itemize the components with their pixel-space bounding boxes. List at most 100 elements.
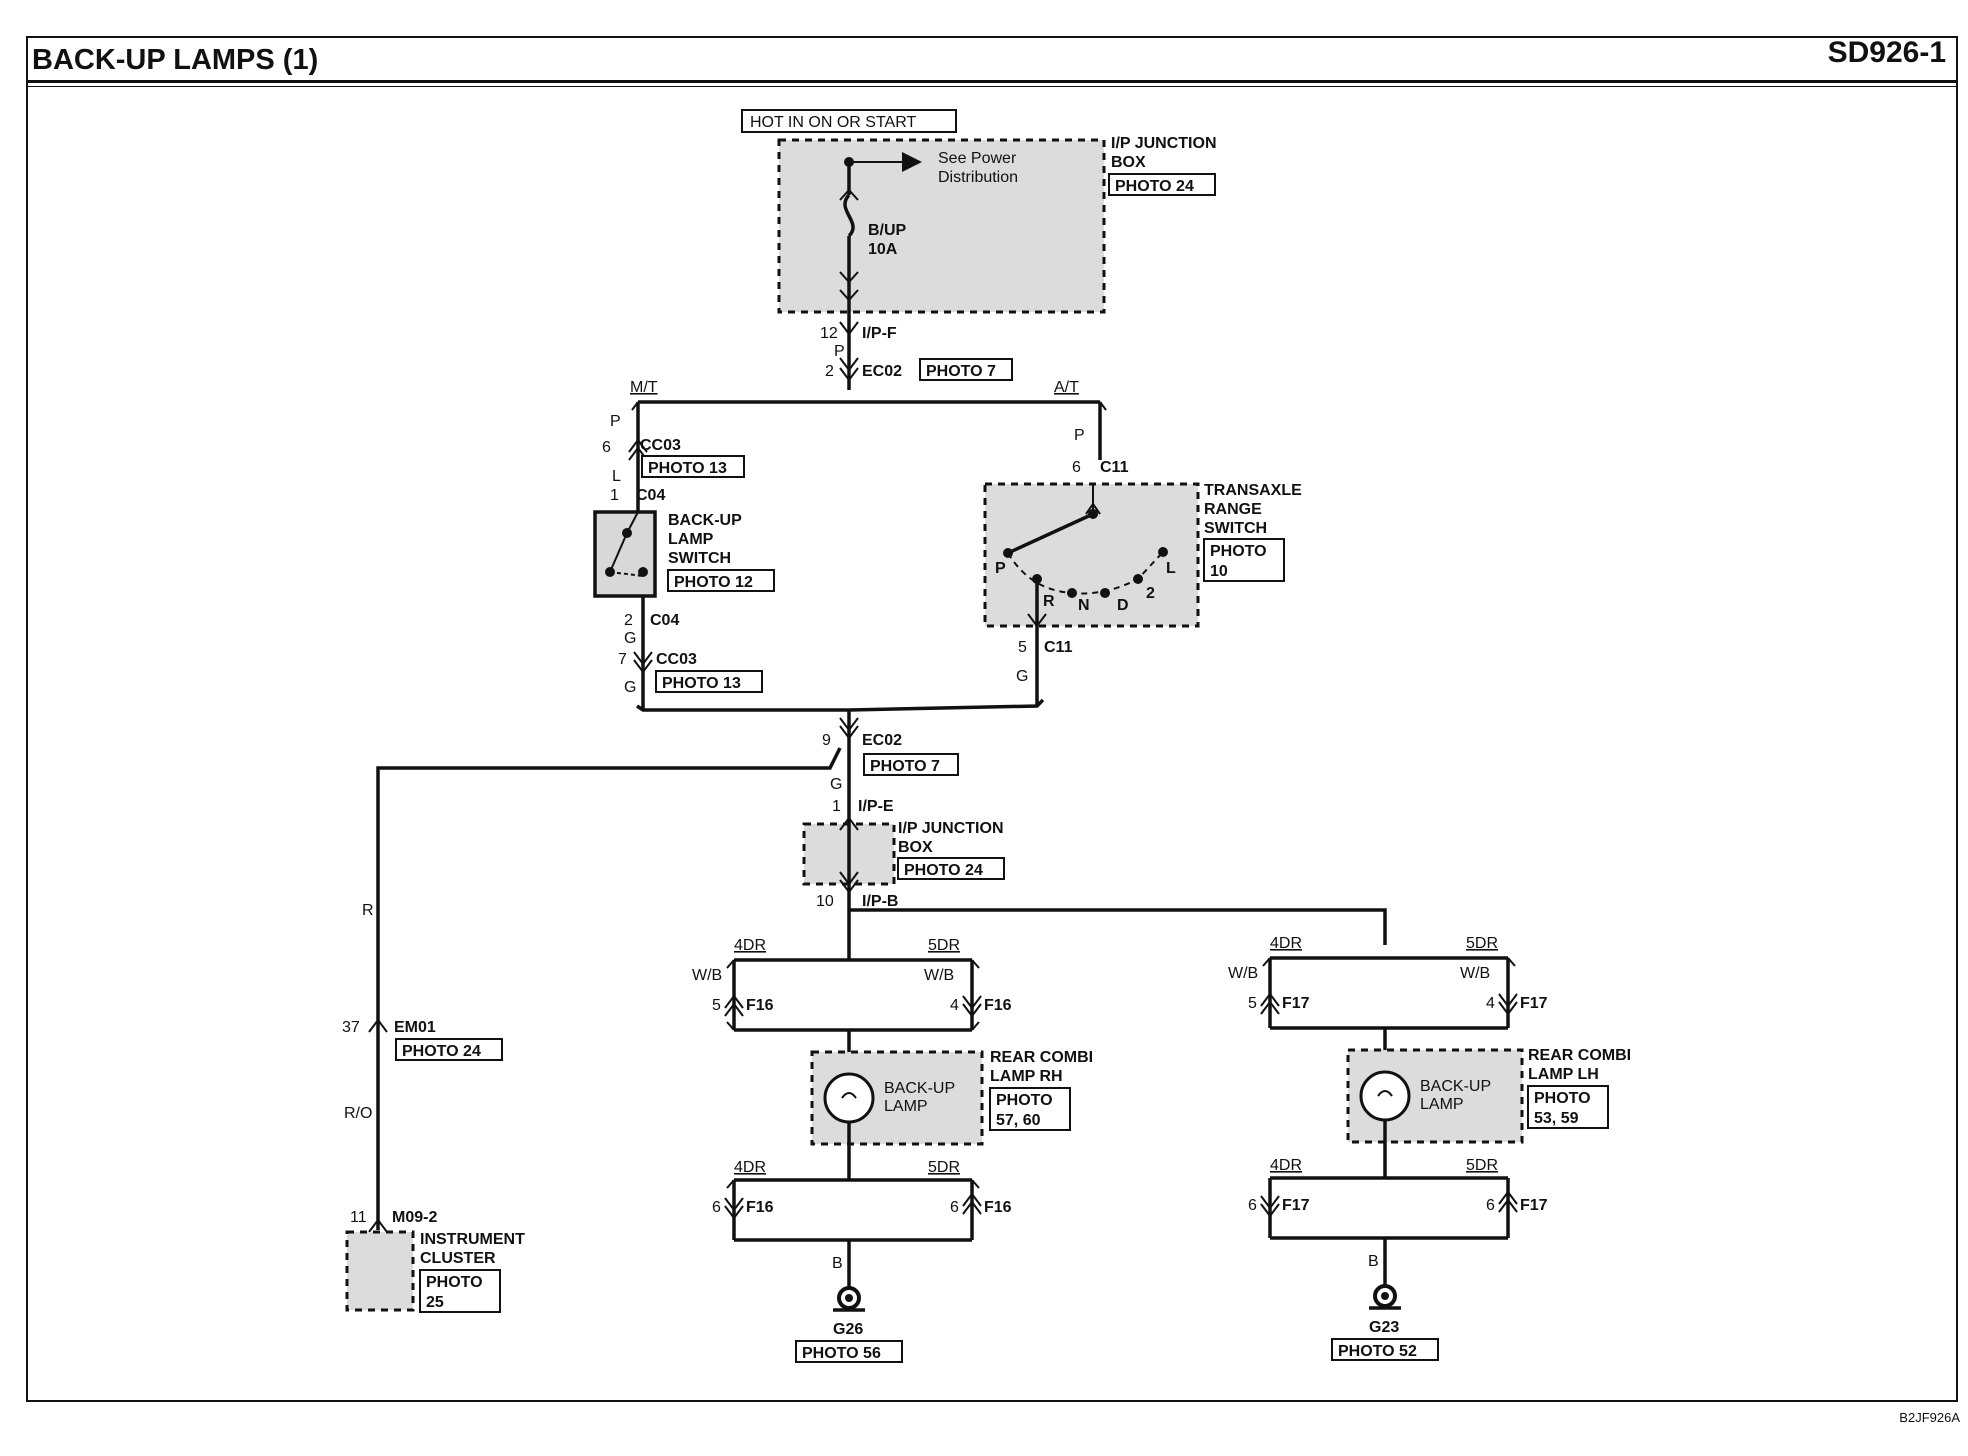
svg-text:PHOTO 7: PHOTO 7 xyxy=(870,758,940,775)
pos-n: N xyxy=(1078,597,1090,614)
ipf-connector: I/P-F xyxy=(862,325,897,342)
g23-ground-icon xyxy=(1369,1284,1401,1310)
mt-wire-g: G xyxy=(624,630,636,647)
transaxle-title-1: TRANSAXLE xyxy=(1204,482,1302,499)
rh-combi-photo: PHOTO 57, 60 xyxy=(989,1087,1071,1131)
pos-d: D xyxy=(1117,597,1129,614)
svg-text:25: 25 xyxy=(426,1294,444,1311)
at-wire-p: P xyxy=(1074,427,1085,444)
f16-right-pin: 4 xyxy=(950,997,959,1014)
distribution-label: Distribution xyxy=(938,169,1018,186)
ec02-top-connector: EC02 xyxy=(862,363,902,380)
c11-upper-pin: 6 xyxy=(1072,459,1081,476)
lh-lamp-bulb xyxy=(1359,1070,1411,1122)
mt-wire-l: L xyxy=(612,468,621,485)
rh-lamp-title-2: LAMP xyxy=(884,1098,928,1115)
rh-combi-title-1: REAR COMBI xyxy=(990,1049,1093,1066)
hot-label: HOT IN ON OR START xyxy=(750,114,916,131)
em01-connector: EM01 xyxy=(394,1019,436,1036)
c11-upper-connector: C11 xyxy=(1100,459,1129,476)
ipe-photo: PHOTO 24 xyxy=(897,857,1005,880)
hot-label-box: HOT IN ON OR START xyxy=(741,109,957,133)
ipe-box-title-1: I/P JUNCTION xyxy=(898,820,1004,837)
svg-text:PHOTO 13: PHOTO 13 xyxy=(648,460,727,477)
backup-switch-title-1: BACK-UP xyxy=(668,512,742,529)
ipe-pin: 1 xyxy=(832,798,841,815)
c04-lower-pin: 2 xyxy=(624,612,633,629)
ipf-pin: 12 xyxy=(820,325,838,342)
backup-switch-photo: PHOTO 12 xyxy=(667,569,775,592)
wire-ro-label: R/O xyxy=(344,1105,372,1122)
svg-text:PHOTO 52: PHOTO 52 xyxy=(1338,1343,1417,1360)
transaxle-switch-contacts xyxy=(1003,484,1168,626)
f17-left-pin: 5 xyxy=(1248,995,1257,1012)
f17-lower-right-connector: F17 xyxy=(1520,1197,1548,1214)
f17-lower-right-symbol xyxy=(1498,1190,1518,1213)
svg-text:PHOTO: PHOTO xyxy=(996,1092,1053,1109)
lh-lamp-title-1: BACK-UP xyxy=(1420,1078,1491,1095)
pos-p: P xyxy=(995,560,1006,577)
transaxle-photo: PHOTO 10 xyxy=(1203,538,1285,582)
em01-pin: 37 xyxy=(342,1019,360,1036)
svg-text:53, 59: 53, 59 xyxy=(1534,1110,1579,1127)
c04-upper-pin: 1 xyxy=(610,487,619,504)
pos-r: R xyxy=(1043,593,1055,610)
cc03-lower-connector: CC03 xyxy=(656,651,697,668)
ec02-lower-pin: 9 xyxy=(822,732,831,749)
f16-left-pin: 5 xyxy=(712,997,721,1014)
lh-lamp-title-2: LAMP xyxy=(1420,1096,1464,1113)
fuse-connectors xyxy=(839,188,859,302)
f17-lower-left-connector: F17 xyxy=(1282,1197,1310,1214)
svg-text:PHOTO: PHOTO xyxy=(426,1274,483,1291)
f16-lower-right-symbol xyxy=(962,1192,982,1215)
cc03-upper-connector: CC03 xyxy=(640,437,681,454)
svg-text:PHOTO 24: PHOTO 24 xyxy=(1115,178,1194,195)
ipe-connector: I/P-E xyxy=(858,798,894,815)
ipjb-mid-connectors xyxy=(839,816,859,894)
lh-wire-b: B xyxy=(1368,1253,1379,1270)
ip-junction-photo: PHOTO 24 xyxy=(1108,173,1216,196)
m09-connector: M09-2 xyxy=(392,1209,437,1226)
c11-lower-pin: 5 xyxy=(1018,639,1027,656)
lh-5dr-bottom: 5DR xyxy=(1466,1157,1498,1174)
diagram-code: SD926-1 xyxy=(1827,36,1946,69)
ec02-lower-photo: PHOTO 7 xyxy=(863,753,959,776)
f16-lower-left-pin: 6 xyxy=(712,1199,721,1216)
backup-switch-title-2: LAMP xyxy=(668,531,714,548)
transaxle-title-2: RANGE xyxy=(1204,501,1262,518)
instrument-title-2: CLUSTER xyxy=(420,1250,496,1267)
c04-upper-connector: C04 xyxy=(636,487,665,504)
transaxle-title-3: SWITCH xyxy=(1204,520,1267,537)
c04-lower-connector: C04 xyxy=(650,612,679,629)
svg-text:PHOTO 24: PHOTO 24 xyxy=(904,862,983,879)
lh-wb-left: W/B xyxy=(1228,965,1258,982)
em01-photo: PHOTO 24 xyxy=(395,1038,503,1061)
rh-wire-b: B xyxy=(832,1255,843,1272)
svg-text:PHOTO 24: PHOTO 24 xyxy=(402,1043,481,1060)
f17-lower-right-pin: 6 xyxy=(1486,1197,1495,1214)
fuse-name: B/UP xyxy=(868,222,907,239)
ip-junction-title-2: BOX xyxy=(1111,154,1146,171)
svg-text:PHOTO 7: PHOTO 7 xyxy=(926,363,996,380)
rh-combi-title-2: LAMP RH xyxy=(990,1068,1063,1085)
lh-combi-photo: PHOTO 53, 59 xyxy=(1527,1085,1609,1129)
svg-text:PHOTO 12: PHOTO 12 xyxy=(674,574,753,591)
f16-left-symbol xyxy=(724,994,744,1017)
f16-lower-left-connector: F16 xyxy=(746,1199,774,1216)
wire-r-instrument xyxy=(376,747,842,1230)
wire-p-top: P xyxy=(834,343,845,360)
ipb-connector: I/P-B xyxy=(862,893,898,910)
f16-left-connector: F16 xyxy=(746,997,774,1014)
g26-photo: PHOTO 56 xyxy=(795,1340,903,1363)
g26-ground-icon xyxy=(833,1286,865,1312)
mt-wire-g-2: G xyxy=(624,679,636,696)
m09-pin: 11 xyxy=(350,1209,367,1226)
svg-text:57, 60: 57, 60 xyxy=(996,1112,1041,1129)
lh-combi-title-1: REAR COMBI xyxy=(1528,1047,1631,1064)
instrument-cluster xyxy=(345,1230,415,1312)
rh-lamp-title-1: BACK-UP xyxy=(884,1080,955,1097)
cc03-lower-photo: PHOTO 13 xyxy=(655,670,763,693)
lh-5dr-top: 5DR xyxy=(1466,935,1498,952)
cc03-lower-symbol xyxy=(633,651,653,674)
